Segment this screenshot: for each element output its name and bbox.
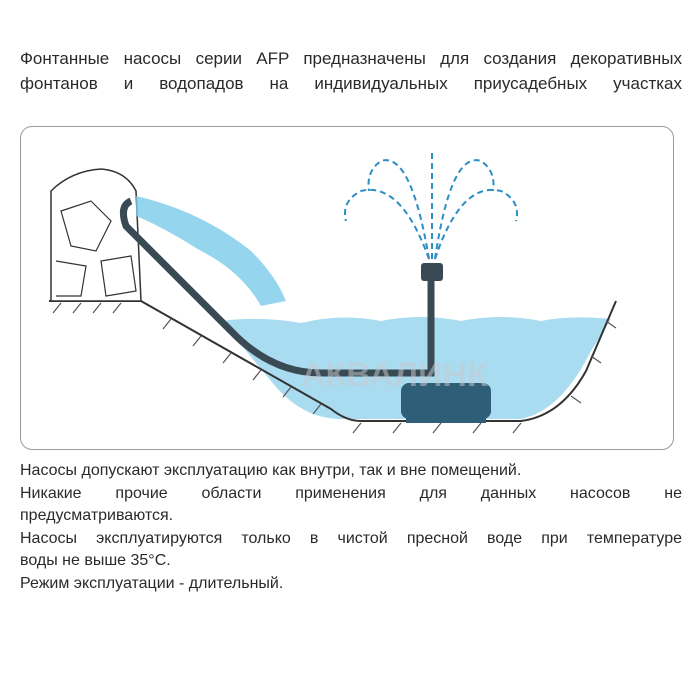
note-line: Насосы эксплуатируются только в чистой п… [20,529,682,547]
note-line: Никакие прочие области применения для да… [20,484,682,502]
pump [401,383,491,423]
notes: Насосы допускают эксплуатацию как внутри… [20,460,682,595]
note-line: предусматриваются. [20,507,174,524]
watermark: АКВАЛИНК [301,356,488,394]
intro-line: Фонтанные насосы серии AFP предназначены… [20,49,682,68]
rock [50,168,142,302]
fountain-diagram: АКВАЛИНК [20,126,674,450]
note-line: Режим эксплуатации - длительный. [20,574,284,592]
waterfall [136,196,286,306]
intro-text: Фонтанные насосы серии AFP предназначены… [20,46,682,96]
pond-water [221,317,611,419]
pipe [119,197,435,377]
note-line: Насосы допускают эксплуатацию как внутри… [20,462,522,479]
fountain-nozzle [421,263,443,281]
ground-hatching [52,302,617,434]
note-line: воды не выше 35°С. [20,552,171,569]
fountain-spray [344,151,518,260]
ground-line [49,300,617,422]
intro-line: фонтанов и водопадов на индивидуальных п… [20,74,682,93]
